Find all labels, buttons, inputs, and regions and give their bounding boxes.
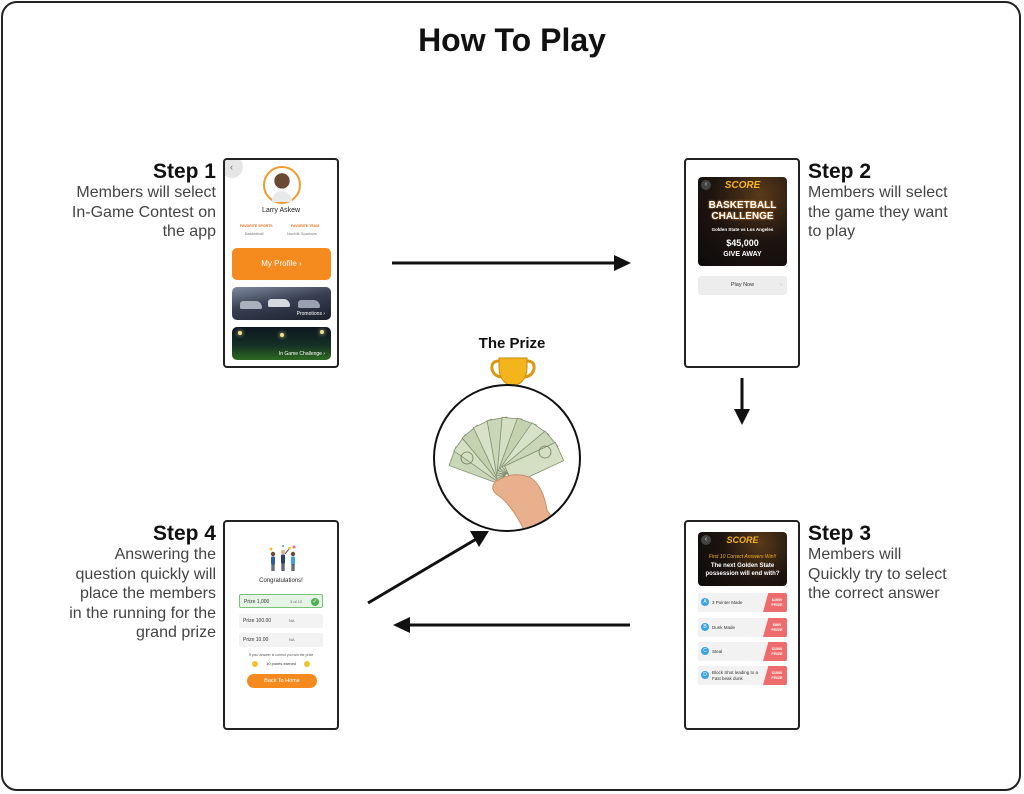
score-logo: SCORE xyxy=(726,535,759,545)
car-image xyxy=(298,300,320,308)
back-icon: ‹ xyxy=(230,162,233,172)
user-name: Larry Askew xyxy=(261,207,301,214)
score-logo: SCORE xyxy=(724,180,761,191)
in-game-challenge-label: In Game Challenge › xyxy=(278,351,325,357)
stadium-light xyxy=(238,331,242,335)
favorite-sports-value: Basketball xyxy=(245,231,264,236)
cash-icon xyxy=(448,416,565,530)
favorite-team-label: FAVORITE TEAM xyxy=(291,224,320,228)
prize-row-label: Prize 1,000 xyxy=(244,599,270,605)
option-text: Block Shot leading to a Fast beak dunk xyxy=(712,670,759,681)
answer-option[interactable]: B Dunk Made $800 PRIZE xyxy=(698,618,787,637)
prize-circle xyxy=(433,384,581,532)
step-4-description: Answering the question quickly will plac… xyxy=(69,546,216,641)
prize-row: Prize 1,000 3 of 10 ✓ xyxy=(239,594,323,608)
back-icon[interactable]: ‹ xyxy=(701,180,711,190)
prize-row-label: Prize 10.00 xyxy=(243,637,269,643)
back-button[interactable]: ‹ xyxy=(225,160,243,178)
step-3-description: Members will Quickly try to select the c… xyxy=(808,546,947,602)
car-image xyxy=(268,299,290,307)
option-letter: D xyxy=(701,671,709,679)
favorite-team-value: Norfolk Spartans xyxy=(287,231,317,236)
play-now-button[interactable]: Play Now › xyxy=(698,276,787,295)
play-now-label: Play Now xyxy=(730,282,755,288)
step-2-description: Members will select the game they want t… xyxy=(808,184,948,240)
prize-row-value: 3 of 10 xyxy=(290,599,303,604)
option-letter: A xyxy=(701,598,709,606)
option-prize: $1000 PRIZE xyxy=(763,666,787,685)
option-text: Dunk Made xyxy=(712,624,736,630)
question-text: The next Golden State possession will en… xyxy=(705,563,780,577)
step-4-title: Step 4 xyxy=(152,522,216,545)
option-prize: $1500 PRIZE xyxy=(763,642,787,661)
in-game-challenge-card[interactable]: In Game Challenge › xyxy=(232,327,331,360)
prize-row-label: Prize 100.00 xyxy=(243,618,272,624)
avatar xyxy=(263,166,301,204)
option-prize: $800 PRIZE xyxy=(763,618,787,637)
step-2-title: Step 2 xyxy=(808,160,872,183)
step-1-description: Members will select In-Game Contest on t… xyxy=(71,184,216,240)
page-title: How To Play xyxy=(418,22,606,58)
stadium-light xyxy=(320,330,324,334)
points-earned-row: 10 points earned xyxy=(225,661,337,667)
option-prize: $1000 PRIZE xyxy=(763,593,787,612)
promotions-label: Promotions › xyxy=(296,311,325,317)
coin-icon xyxy=(252,661,259,667)
option-letter: C xyxy=(701,647,709,655)
answer-option[interactable]: C Steal $1500 PRIZE xyxy=(698,642,787,661)
option-letter: B xyxy=(701,623,709,631)
challenge-title-line1: BASKETBALL xyxy=(708,200,777,211)
prize-row: Prize 100.00 NA xyxy=(239,614,323,628)
celebration-illustration xyxy=(269,545,296,571)
favorite-sports-label: FAVORITE SPORTS xyxy=(240,224,273,228)
answer-option[interactable]: A 3 Pointer Made $1000 PRIZE xyxy=(698,593,787,612)
coin-icon xyxy=(303,661,310,667)
back-to-home-button[interactable]: Back To Home xyxy=(247,674,317,688)
promotions-card[interactable]: Promotions › xyxy=(232,287,331,320)
giveaway-text: GIVE AWAY xyxy=(723,251,762,258)
option-text: Steal xyxy=(712,648,723,654)
question-subtitle: First 10 Correct Answers Win!! xyxy=(708,554,777,560)
back-icon[interactable]: ‹ xyxy=(701,535,711,545)
step-3-phone-screenshot: ‹ SCORE First 10 Correct Answers Win!! T… xyxy=(684,520,800,730)
step-1-title: Step 1 xyxy=(152,160,216,183)
step-4-phone-screenshot: Congratulations! Prize 1,000 3 of 10 ✓ P… xyxy=(223,520,339,730)
step-3-title: Step 3 xyxy=(808,522,872,545)
my-profile-button[interactable]: My Profile › xyxy=(232,248,331,280)
stadium-light xyxy=(280,333,284,337)
chevron-right-icon: › xyxy=(780,282,782,288)
prize-note: If your answer is correct you win the pr… xyxy=(248,653,314,657)
prize-title: The Prize xyxy=(478,335,546,352)
check-icon: ✓ xyxy=(311,598,319,606)
option-text: 3 Pointer Made xyxy=(712,599,743,605)
step-1-phone-screenshot: ‹ Larry Askew FAVORITE SPORTS Basketball… xyxy=(223,158,339,368)
car-image xyxy=(240,301,262,309)
congratulations-text: Congratulations! xyxy=(259,578,303,584)
prize-amount: $45,000 xyxy=(726,238,759,248)
prize-row-value: NA xyxy=(289,637,295,642)
matchup-text: Golden State vs Los Angeles xyxy=(711,227,774,232)
challenge-title-line2: CHALLENGE xyxy=(711,211,774,222)
step-2-phone-screenshot: ‹ SCORE BASKETBALL CHALLENGE Golden Stat… xyxy=(684,158,800,368)
points-earned-text: 10 points earned xyxy=(266,661,296,667)
basketball-challenge-banner[interactable]: ‹ SCORE BASKETBALL CHALLENGE Golden Stat… xyxy=(698,177,787,266)
prize-row-value: NA xyxy=(289,618,295,623)
prize-row: Prize 10.00 NA xyxy=(239,633,323,647)
question-banner: ‹ SCORE First 10 Correct Answers Win!! T… xyxy=(698,532,787,586)
answer-option[interactable]: D Block Shot leading to a Fast beak dunk… xyxy=(698,666,787,685)
